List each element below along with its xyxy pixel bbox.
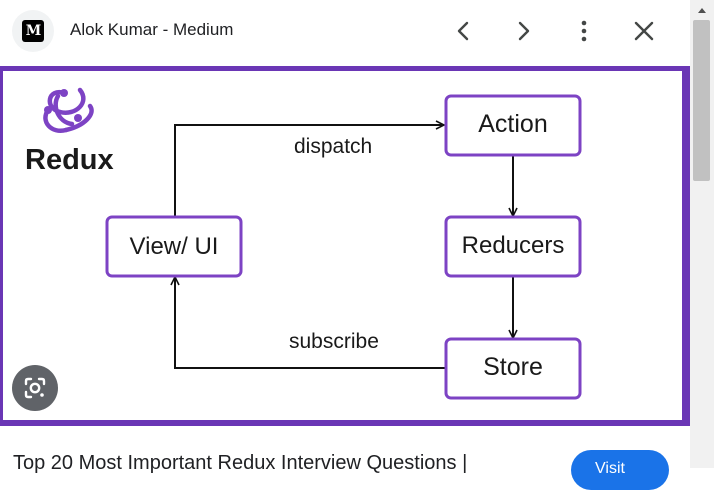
store-label: Store (483, 353, 543, 381)
result-title[interactable]: Top 20 Most Important Redux Interview Qu… (13, 452, 468, 474)
close-icon (634, 21, 654, 41)
source-title[interactable]: Alok Kumar - Medium (70, 20, 234, 39)
chevron-left-icon (457, 21, 469, 41)
redux-logo-icon (43, 87, 94, 134)
scroll-up-arrow[interactable] (690, 0, 714, 20)
view-ui-box (105, 215, 243, 278)
more-vert-icon (581, 20, 587, 42)
chevron-right-icon (518, 21, 530, 41)
close-button[interactable] (625, 12, 663, 50)
medium-logo: M (22, 20, 44, 42)
google-lens-icon (24, 377, 46, 399)
dispatch-label: dispatch (294, 135, 372, 158)
scroll-thumb[interactable] (693, 20, 710, 181)
visit-button[interactable]: Visit (571, 450, 669, 490)
store-box (444, 337, 582, 400)
back-button[interactable] (445, 12, 483, 50)
scrollbar[interactable] (690, 0, 714, 468)
lens-search-button[interactable] (12, 365, 58, 411)
redux-brand-text: Redux (25, 144, 114, 176)
reducers-label: Reducers (462, 232, 565, 259)
subscribe-label: subscribe (289, 330, 379, 353)
action-label: Action (478, 110, 547, 138)
redux-flow-diagram: Redux dispatch subscribe View/ UI Action… (3, 71, 682, 420)
more-options-button[interactable] (565, 12, 603, 50)
reducers-box (444, 215, 582, 278)
viewer-header: M Alok Kumar - Medium (0, 0, 690, 62)
subscribe-arrow (175, 277, 446, 369)
view-ui-label: View/ UI (130, 233, 219, 260)
action-box (444, 94, 582, 157)
medium-favicon: M (12, 10, 54, 52)
forward-button[interactable] (504, 12, 542, 50)
preview-image[interactable]: Redux dispatch subscribe View/ UI Action… (0, 66, 690, 426)
dispatch-arrow (174, 125, 444, 216)
triangle-up-icon (698, 8, 706, 13)
